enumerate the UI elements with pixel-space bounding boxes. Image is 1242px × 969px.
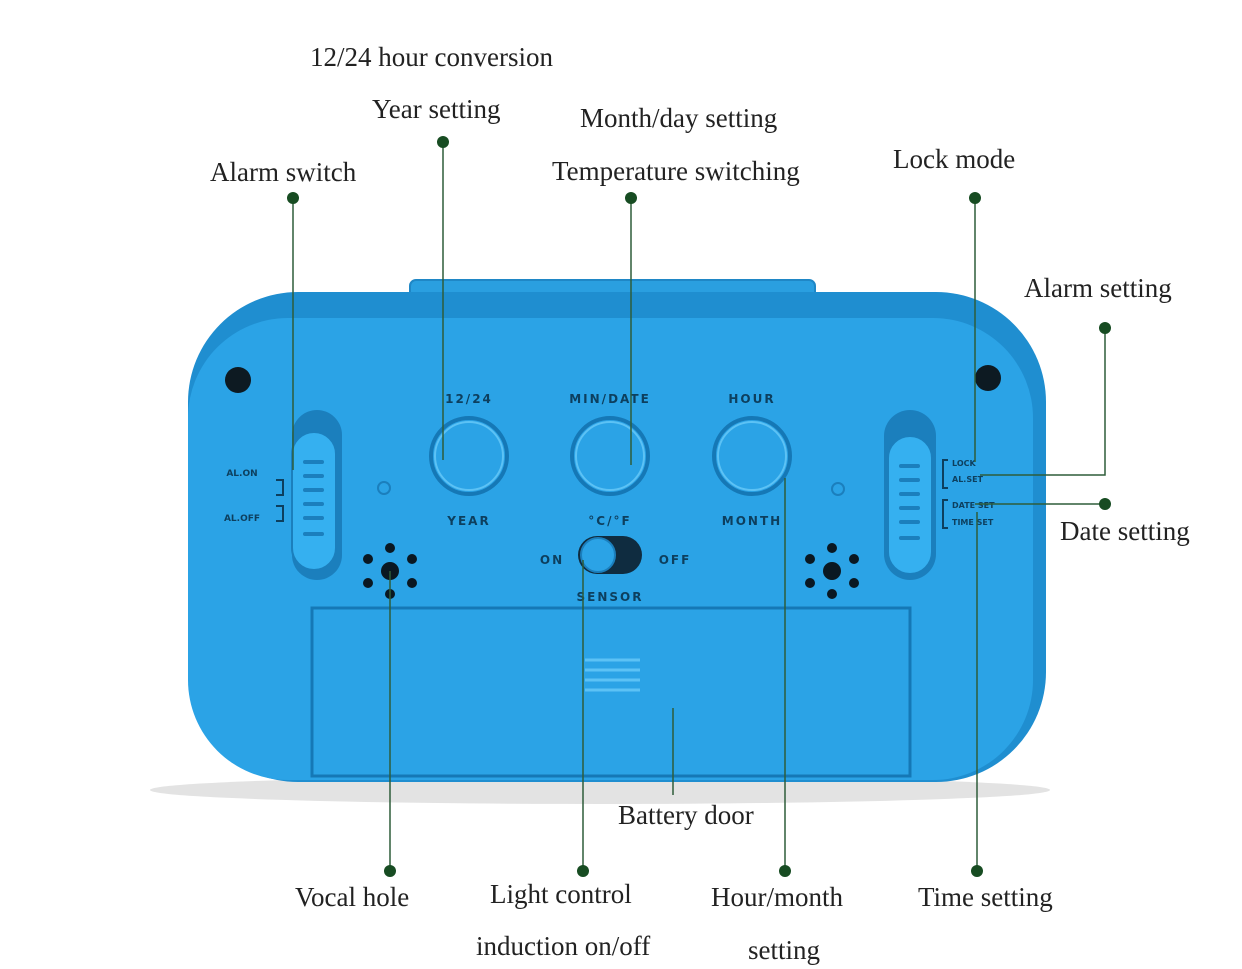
dot-lock-mode <box>969 192 981 204</box>
callout-alarm-setting: Alarm setting <box>1024 273 1172 303</box>
print-sensor: SENSOR <box>577 590 644 604</box>
callout-alarm-switch: Alarm switch <box>210 157 357 187</box>
clock-shadow <box>150 776 1050 804</box>
callout-battery-door: Battery door <box>618 800 754 830</box>
print-al-on: AL.ON <box>226 469 257 479</box>
print-sensor-off: OFF <box>659 553 692 567</box>
callout-date-setting: Date setting <box>1060 516 1190 546</box>
button-12-24-year <box>429 416 509 496</box>
callout-vocal-hole: Vocal hole <box>295 882 410 912</box>
dot-time-setting <box>971 865 983 877</box>
screw-hole-right <box>975 365 1001 391</box>
callout-12-24-hour-conversion: 12/24 hour conversion <box>310 42 553 72</box>
print-year: YEAR <box>446 514 490 528</box>
print-month: MONTH <box>722 514 782 528</box>
print-al-off: AL.OFF <box>224 514 260 524</box>
battery-door-grip <box>585 658 640 692</box>
battery-door <box>310 606 912 778</box>
callout-hour-month-line2: setting <box>748 935 820 965</box>
callout-month-day-setting: Month/day setting <box>580 103 778 133</box>
button-hour-month <box>712 416 792 496</box>
print-12-24: 12/24 <box>445 392 493 406</box>
alarm-switch-knob <box>291 431 337 571</box>
sensor-toggle-knob <box>580 537 616 573</box>
print-date-set: DATE SET <box>952 501 995 510</box>
dot-vocal-hole <box>384 865 396 877</box>
callout-time-setting: Time setting <box>918 882 1053 912</box>
print-min-date: MIN/DATE <box>569 392 651 406</box>
speaker-holes-right <box>805 543 859 599</box>
print-c-f: °C/°F <box>588 514 631 528</box>
dot-date-setting <box>1099 498 1111 510</box>
mode-switch-knob <box>887 435 933 575</box>
screw-hole-left <box>225 367 251 393</box>
leader-lines <box>292 142 1106 870</box>
callout-light-control-line2: induction on/off <box>476 931 651 961</box>
dot-alarm-setting <box>1099 322 1111 334</box>
button-min-date-temp <box>570 416 650 496</box>
indicator-hole-left <box>377 481 391 495</box>
dot-temperature-switching <box>625 192 637 204</box>
dot-year-setting <box>437 136 449 148</box>
callout-temperature-switching: Temperature switching <box>552 156 800 186</box>
indicator-hole-right <box>831 482 845 496</box>
dot-light-control <box>577 865 589 877</box>
callout-hour-month-line1: Hour/month <box>711 882 843 912</box>
dot-hour-month <box>779 865 791 877</box>
print-time-set: TIME SET <box>952 518 994 527</box>
print-lock: LOCK <box>952 459 976 468</box>
callout-light-control-line1: Light control <box>490 879 632 909</box>
leader-dots <box>287 136 1111 877</box>
dot-alarm-switch <box>287 192 299 204</box>
print-hour: HOUR <box>728 392 775 406</box>
print-al-set: AL.SET <box>952 475 984 484</box>
callout-year-setting: Year setting <box>372 94 501 124</box>
print-sensor-on: ON <box>540 553 564 567</box>
callout-lock-mode: Lock mode <box>893 144 1016 174</box>
